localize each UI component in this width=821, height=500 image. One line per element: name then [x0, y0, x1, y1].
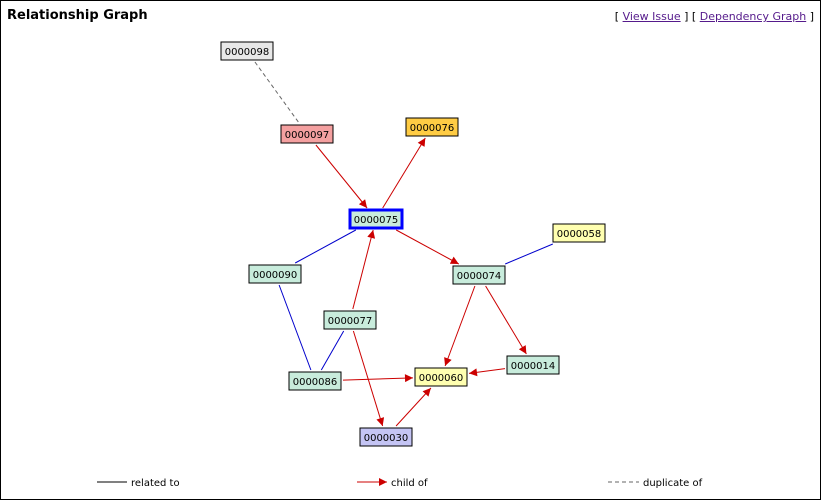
dependency-graph-link[interactable]: Dependency Graph	[699, 10, 807, 23]
edge-child-0000086-0000060	[342, 374, 414, 383]
issue-node-0000058[interactable]: 0000058	[552, 223, 606, 243]
node-label: 0000086	[293, 377, 338, 388]
node-box	[552, 223, 606, 243]
edge-duplicate-0000098-0000097	[254, 61, 300, 124]
node-box	[506, 355, 560, 375]
page-title: Relationship Graph	[7, 8, 148, 23]
legend: related to child of duplicate of	[97, 478, 703, 489]
edge-child-0000075-0000076	[382, 137, 426, 209]
issue-node-0000090[interactable]: 0000090	[248, 264, 302, 284]
header-links: [ View Issue ] [ Dependency Graph ]	[615, 10, 814, 23]
bracket: ]	[809, 10, 814, 23]
node-label: 0000014	[511, 361, 556, 372]
node-box	[288, 371, 342, 391]
edge-child-0000074-0000060	[444, 285, 476, 367]
edge-child-0000014-0000060	[468, 368, 506, 377]
node-box	[359, 427, 413, 447]
issue-node-0000060[interactable]: 0000060	[414, 367, 468, 387]
edge-related-0000075-0000090	[294, 229, 357, 264]
node-box	[280, 124, 334, 144]
node-label: 0000097	[285, 130, 330, 141]
node-box	[452, 265, 506, 285]
issue-node-0000098[interactable]: 0000098	[220, 41, 274, 61]
edge-related-0000090-0000086	[278, 284, 312, 371]
node-box	[405, 117, 459, 137]
edge-child-0000077-0000030	[352, 330, 385, 427]
issue-node-0000075[interactable]: 0000075	[348, 208, 404, 230]
view-issue-link[interactable]: View Issue	[622, 10, 681, 23]
edge-child-0000030-0000060	[395, 387, 432, 427]
edge-child-0000077-0000075	[352, 229, 376, 310]
edge-related-0000058-0000074	[504, 243, 554, 265]
node-box	[348, 208, 404, 230]
node-label: 0000076	[410, 123, 455, 134]
issue-node-0000077[interactable]: 0000077	[323, 310, 377, 330]
node-label: 0000030	[364, 433, 409, 444]
edge-related-0000077-0000086	[320, 330, 345, 371]
edge-child-0000097-0000075	[315, 144, 368, 209]
edge-child-0000075-0000074	[395, 229, 460, 265]
node-label: 0000074	[457, 271, 502, 282]
legend-child-label: child of	[391, 478, 428, 489]
node-box	[220, 41, 274, 61]
node-label: 0000058	[557, 229, 602, 240]
node-box	[248, 264, 302, 284]
bracket: [	[691, 10, 697, 23]
bracket: ]	[684, 10, 689, 23]
node-label: 0000098	[225, 47, 270, 58]
issue-node-0000030[interactable]: 0000030	[359, 427, 413, 447]
node-label: 0000090	[253, 270, 298, 281]
node-label: 0000075	[354, 215, 399, 226]
legend-duplicate-label: duplicate of	[643, 478, 703, 489]
node-box	[414, 367, 468, 387]
edge-child-0000074-0000014	[485, 285, 527, 355]
node-label: 0000060	[419, 373, 464, 384]
issue-node-0000097[interactable]: 0000097	[280, 124, 334, 144]
bracket: [	[614, 10, 620, 23]
issue-node-0000014[interactable]: 0000014	[506, 355, 560, 375]
issue-node-0000086[interactable]: 0000086	[288, 371, 342, 391]
issue-node-0000076[interactable]: 0000076	[405, 117, 459, 137]
node-label: 0000077	[328, 316, 373, 327]
issue-node-0000074[interactable]: 0000074	[452, 265, 506, 285]
legend-related-label: related to	[131, 478, 180, 489]
node-box	[323, 310, 377, 330]
